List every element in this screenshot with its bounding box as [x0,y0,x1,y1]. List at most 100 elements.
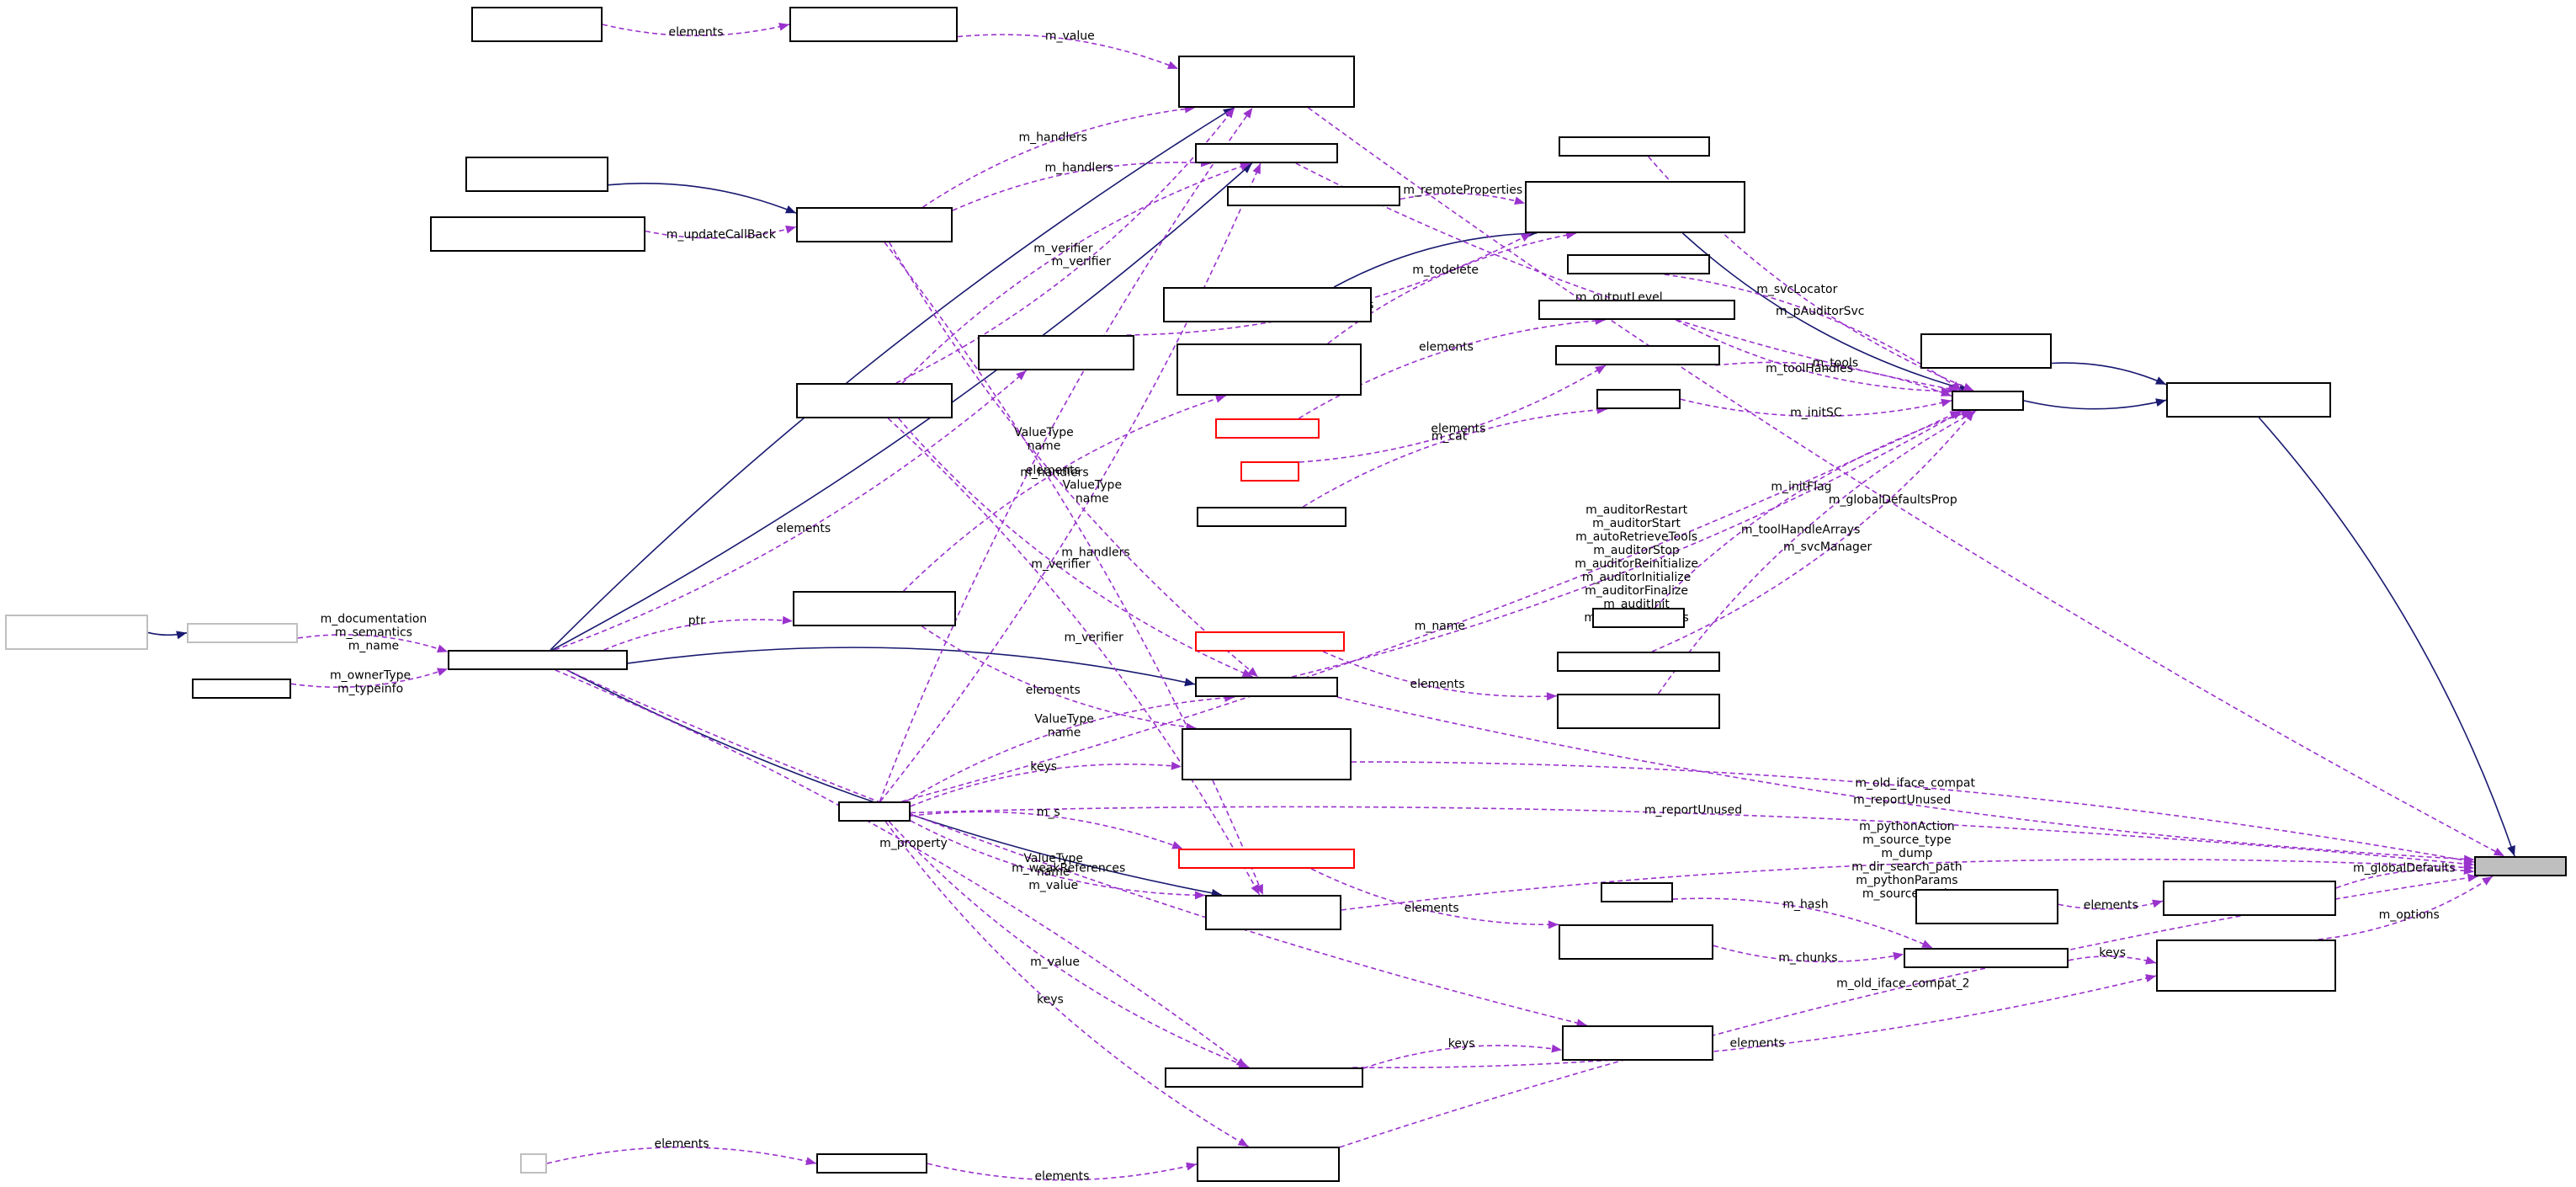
class-node-T[interactable] [520,1153,547,1174]
usage-edge-69 [888,821,1250,1068]
class-node-set-weakref[interactable] [1562,1025,1713,1061]
class-node-pair-regex[interactable] [1915,889,2058,924]
class-node-vec-basetool[interactable] [1538,300,1735,320]
class-node-map-str-uptr[interactable] [1182,728,1352,780]
usage-edge-46 [879,107,1253,802]
class-node-basic-string-view[interactable] [5,615,148,650]
class-node-jobopts[interactable] [2474,856,2567,876]
arrowhead-10 [785,205,796,214]
class-node-vec-remprop[interactable] [1227,186,1400,206]
usage-edge-63 [2318,876,2494,940]
usage-edge-47 [879,162,1261,802]
edge-label-71: elements [1034,1170,1089,1184]
usage-edge-41 [1651,410,1975,652]
class-node-vec-sharedstring[interactable] [1559,924,1713,960]
usage-edge-54 [910,806,2475,865]
class-node-propertyid[interactable] [1904,948,2069,968]
class-node-propertybase[interactable] [448,650,628,670]
class-node-weakpropref[interactable] [1165,1067,1363,1088]
usage-edge-11 [602,24,790,37]
edge-label-29: elements [1026,684,1081,697]
class-node-extend-interfaces[interactable] [1920,333,2052,369]
class-node-unordered-map[interactable] [2156,939,2336,992]
usage-edge-49 [910,820,1206,897]
usage-edge-62 [2335,869,2475,889]
class-node-string-view[interactable] [187,623,298,643]
usage-edge-66 [1362,1045,1563,1069]
class-node-vec-pair-regex[interactable] [2163,881,2336,916]
edge-label-26: m_todelete [1412,263,1479,277]
edge-label-24: m_remoteProperties [1403,184,1522,197]
inheritance-edge-8 [627,647,1196,685]
usage-edge-35 [1680,398,1952,418]
class-node-std-string[interactable] [838,801,911,822]
class-node-service[interactable] [1952,391,2024,411]
class-node-once-flag[interactable] [1592,608,1685,628]
arrowhead-43 [1546,692,1557,701]
edge-label-31: m_svcLocator [1756,283,1837,296]
class-node-propholder[interactable] [1525,181,1745,233]
class-node-map-str-vec[interactable] [1197,1147,1340,1182]
class-node-size-t[interactable] [1601,882,1673,902]
edge-label-30: ptr [688,614,705,627]
class-node-prop-string[interactable] [1205,895,1341,930]
class-node-nullverifier[interactable] [796,383,953,418]
class-node-type-info[interactable] [192,679,291,699]
class-node-gaudihandlearraybase[interactable] [1195,631,1345,652]
class-node-commonmsg[interactable] [1163,287,1372,322]
arrowhead-63 [2482,876,2493,886]
class-node-updatehandler[interactable] [796,207,953,242]
class-node-smartif-locator[interactable] [1559,136,1710,157]
arrowhead-30 [782,615,793,625]
arrowhead-61 [2152,899,2163,908]
class-node-pair-str-str[interactable] [471,7,603,42]
edge-label-68: m_property [879,837,948,850]
usage-edge-30 [603,619,794,651]
inheritance-edge-6 [550,107,1235,651]
arrowhead-15 [785,225,796,234]
class-node-statuscode-cat[interactable] [1197,507,1346,527]
class-node-vec-uptr-propbase[interactable] [1176,343,1362,396]
class-node-smartif-auditor[interactable] [1567,254,1710,274]
class-node-vec-propbase-ptr[interactable] [978,335,1134,370]
class-node-std-function[interactable] [430,216,645,252]
edge-label-21: m_verifier [1031,558,1091,572]
class-node-uptr-propbase[interactable] [793,591,956,626]
class-node-basetoolhandle[interactable] [1215,418,1320,439]
edge-label-63: m_options [2379,908,2440,922]
usage-edge-50 [910,763,1182,807]
arrowhead-8 [1184,678,1195,687]
class-node-vec-ialgtool[interactable] [1555,345,1720,365]
class-node-nohandler[interactable] [465,157,608,192]
edge-label-14: m_handlers [1019,131,1087,145]
edge-label-53: keys [1037,993,1064,1006]
class-node-prop-bool[interactable] [1195,677,1338,697]
arrowhead-71 [1186,1162,1197,1171]
class-node-sharedstring[interactable] [1178,849,1355,869]
usage-edge-22 [887,418,1261,896]
edge-label-56: m_old_iface_compat [1855,777,1975,790]
edge-label-70: elements [654,1137,709,1151]
class-node-ialgtool[interactable] [1240,461,1299,482]
edge-label-58: m_hash [1782,898,1828,912]
arrowhead-45 [437,668,448,676]
usage-edge-67 [1352,975,2157,1069]
class-node-statuscode[interactable] [1596,389,1681,409]
edge-label-13: m_globalDefaultsProp [1829,493,1957,507]
class-node-vec-T[interactable] [816,1153,927,1174]
usage-edge-15 [645,226,797,239]
usage-edge-14 [922,107,1196,208]
class-node-vec-pair-str[interactable] [789,7,958,42]
usage-edge-65 [566,669,1587,1026]
class-node-prop-vec-pair[interactable] [1178,56,1355,108]
edge-label-38: m_cat [1431,429,1468,443]
arrowhead-59 [1893,951,1904,961]
usage-edge-36 [1298,319,1606,419]
class-node-prop-int[interactable] [1195,143,1338,163]
class-node-smartif-mgr[interactable] [1557,652,1720,672]
class-node-extends-service[interactable] [2166,382,2331,418]
class-node-vec-gaudihandle[interactable] [1557,694,1720,729]
